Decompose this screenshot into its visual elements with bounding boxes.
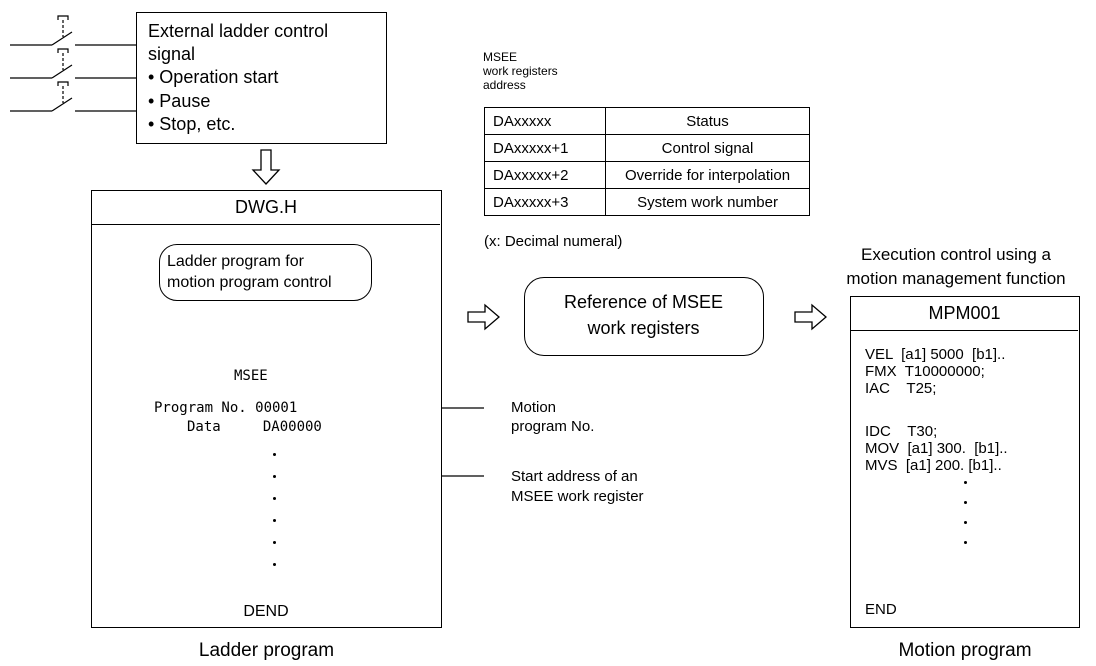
ladder-bubble-line-1: Ladder program for [167,253,304,270]
register-address: DAxxxxx+3 [484,188,606,216]
msee-addr-label-3: address [483,78,526,92]
motion-program-box: MPM001 VEL [a1] 5000 [b1].. FMX T1000000… [850,296,1080,628]
motion-end: END [865,601,897,618]
reference-line-1: Reference of MSEE [563,292,724,312]
table-row: DAxxxxx+1 Control signal [484,134,810,162]
callout-start-addr-1: Start address of an [511,468,638,485]
ladder-bubble-line-2: motion program control [167,274,332,291]
register-address: DAxxxxx [484,107,606,135]
callout-motion-no-2: program No. [511,418,595,435]
table-row: DAxxxxx+2 Override for interpolation [484,161,810,189]
msee-block-name: MSEE [234,368,268,384]
vertical-ellipsis [964,481,968,563]
program-no-label: Program No. 00001 [154,400,298,416]
ladder-end: DEND [243,603,289,620]
table-row: DAxxxxx Status [484,107,810,135]
code-line: VEL [a1] 5000 [b1].. [865,346,1006,363]
code-line: IAC T25; [865,380,937,397]
register-desc: Control signal [605,134,810,162]
ladder-caption: Ladder program [198,640,335,661]
switch-contact-1 [10,15,136,46]
signal-item-pause: • Pause [148,91,211,111]
right-arrow-icon-1 [467,303,500,331]
code-line: FMX T10000000; [865,363,985,380]
motion-header: MPM001 [851,297,1078,331]
msee-addr-label-1: MSEE [483,50,518,64]
code-line: MOV [a1] 300. [b1].. [865,440,1008,457]
signal-item-operation-start: • Operation start [148,67,279,87]
motion-heading-2: motion management function [846,269,1066,288]
callout-start-addr-2: MSEE work register [511,488,644,505]
vertical-ellipsis [273,453,277,585]
data-label: Data DA00000 [187,419,322,435]
motion-caption: Motion program [898,640,1032,661]
register-note: (x: Decimal numeral) [484,233,623,250]
code-line: MVS [a1] 200. [b1].. [865,457,1002,474]
ladder-bubble: Ladder program for motion program contro… [159,244,372,301]
table-row: DAxxxxx+3 System work number [484,188,810,216]
external-signal-title-1: External ladder control [148,21,329,41]
register-table: DAxxxxx Status DAxxxxx+1 Control signal … [484,107,810,216]
external-signal-title-2: signal [148,44,196,64]
reference-box: Reference of MSEE work registers [524,277,764,356]
switch-contact-3 [10,81,136,112]
external-signal-box: External ladder control signal • Operati… [136,12,387,144]
right-arrow-icon-2 [794,303,827,331]
ladder-header: DWG.H [92,191,440,225]
register-desc: Status [605,107,810,135]
register-address: DAxxxxx+2 [484,161,606,189]
switch-contact-2 [10,48,136,79]
down-arrow-icon [251,149,281,185]
code-line: IDC T30; [865,423,938,440]
motion-heading-1: Execution control using a [861,245,1051,264]
callout-motion-no-1: Motion [511,399,557,416]
register-desc: System work number [605,188,810,216]
msee-addr-label-2: work registers [483,64,558,78]
reference-line-2: work registers [587,318,700,338]
register-address: DAxxxxx+1 [484,134,606,162]
signal-item-stop: • Stop, etc. [148,114,236,134]
register-desc: Override for interpolation [605,161,810,189]
